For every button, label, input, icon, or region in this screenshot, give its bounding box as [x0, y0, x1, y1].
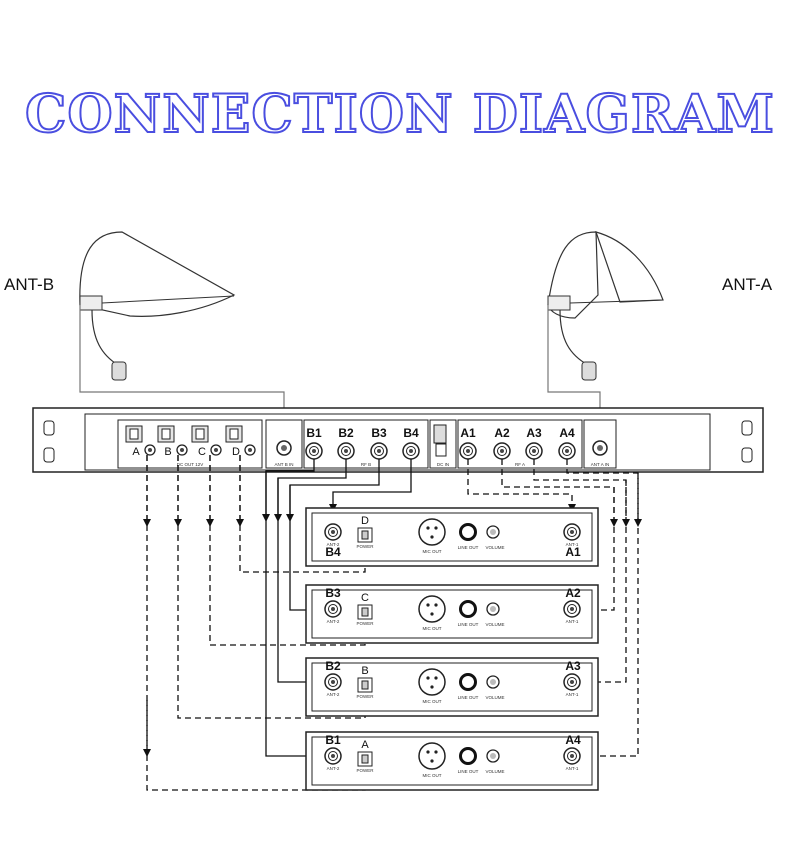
receiver-volume-caption: VOLUME — [485, 545, 504, 550]
rf-out-label-b3: B3 — [371, 426, 387, 440]
receiver-mic-out-jack — [418, 742, 446, 770]
receiver-b-port-label: B3 — [325, 586, 341, 600]
receiver-mic-out-jack — [418, 668, 446, 696]
rf-out-port-b1 — [305, 442, 323, 460]
receiver-ant1-port — [563, 747, 581, 765]
ant-b-in-caption: ANT B IN — [275, 462, 294, 467]
receiver-dc-letter: B — [361, 665, 368, 677]
receiver-mic-out-caption: MIC OUT — [423, 626, 442, 631]
receiver-line-out-caption: LINE OUT — [458, 695, 479, 700]
ant-a-label: ANT-A — [722, 275, 773, 294]
receiver-ant1-port — [563, 600, 581, 618]
receiver-power-caption: POWER — [356, 768, 374, 773]
antenna-b: ANT-B — [4, 231, 236, 381]
receiver-line-out-jack — [459, 523, 477, 541]
rf-a-caption: RF A — [515, 462, 525, 467]
rf-out-label-a2: A2 — [494, 426, 510, 440]
rf-out-label-b4: B4 — [403, 426, 419, 440]
receiver-ant1-port — [563, 673, 581, 691]
receiver-line-out-jack — [459, 673, 477, 691]
receiver-ant2-caption: ANT-2 — [327, 542, 340, 547]
rf-out-port-a1 — [459, 442, 477, 460]
receiver-4: ANT-2 B1 A POWER MIC OUT LINE OUT VOLUME ANT-1 A… — [305, 731, 599, 791]
dc-out-port-b: B — [157, 425, 188, 458]
receiver-3: ANT-2 B2 B POWER MIC OUT LINE OUT VOLUME ANT-1 A… — [305, 657, 599, 717]
dc-in-caption: DC IN — [437, 462, 449, 467]
receiver-ant2-port — [324, 523, 342, 541]
rf-out-port-a2 — [493, 442, 511, 460]
receiver-ant1-caption: ANT-1 — [566, 619, 579, 624]
ant-b-label: ANT-B — [4, 275, 54, 294]
receiver-a-port-label: A1 — [565, 545, 581, 559]
receiver-ant2-port — [324, 600, 342, 618]
receiver-line-out-caption: LINE OUT — [458, 769, 479, 774]
rf-out-port-b2 — [337, 442, 355, 460]
receiver-ant2-caption: ANT-2 — [327, 766, 340, 771]
rf-out-label-a4: A4 — [559, 426, 575, 440]
ant-a-in-caption: ANT A IN — [591, 462, 609, 467]
rf-out-port-a3 — [525, 442, 543, 460]
receiver-b-port-label: B1 — [325, 733, 341, 747]
receiver-a-port-label: A3 — [565, 659, 581, 673]
cable-a3-to-receiver-3 — [533, 459, 627, 686]
dc-out-label-d: D — [232, 446, 240, 458]
receiver-dc-letter: C — [361, 592, 369, 604]
receiver-volume-caption: VOLUME — [485, 622, 504, 627]
receiver-line-out-jack — [459, 600, 477, 618]
receiver-ant2-caption: ANT-2 — [327, 692, 340, 697]
receiver-b-port-label: B2 — [325, 659, 341, 673]
receiver-dc-letter: D — [361, 515, 369, 527]
receiver-1: ANT-2B4 D POWER MIC OUT LINE OUT VOLUME ANT-1A… — [305, 507, 599, 567]
receiver-b-port-label: B4 — [325, 545, 341, 559]
receiver-line-out-caption: LINE OUT — [458, 545, 479, 550]
dc-out-port-c: C — [191, 425, 222, 458]
receiver-power-caption: POWER — [356, 694, 374, 699]
receiver-ant1-caption: ANT-1 — [566, 766, 579, 771]
receiver-a-port-label: A2 — [565, 586, 581, 600]
page-title: CONNECTION DIAGRAM — [24, 83, 775, 146]
rf-out-port-b4 — [402, 442, 420, 460]
receiver-ant1-port — [563, 523, 581, 541]
cable-b4-to-receiver-1 — [329, 459, 412, 512]
receiver-ant1-caption: ANT-1 — [566, 692, 579, 697]
receiver-volume-caption: VOLUME — [485, 769, 504, 774]
receiver-dc-letter: A — [361, 739, 369, 751]
cable-dc-a-to-receiver-4 — [146, 455, 369, 791]
dc-out-port-d: D — [225, 425, 256, 458]
rf-out-port-a4 — [558, 442, 576, 460]
dc-out-label-a: A — [132, 446, 140, 458]
receiver-mic-out-caption: MIC OUT — [423, 549, 442, 554]
receiver-2: ANT-2 B3 C POWER MIC OUT LINE OUT VOLUME ANT-1 A… — [305, 584, 599, 644]
antenna-a: ANT-A — [547, 231, 773, 381]
dc-out-caption: DC OUT 12V — [177, 462, 203, 467]
receiver-mic-out-jack — [418, 595, 446, 623]
receiver-power-caption: POWER — [356, 621, 374, 626]
receiver-ant1-caption: ANT-1 — [566, 542, 579, 547]
receiver-power-caption: POWER — [356, 544, 374, 549]
receiver-mic-out-caption: MIC OUT — [423, 699, 442, 704]
receiver-ant2-caption: ANT-2 — [327, 619, 340, 624]
rf-out-label-b1: B1 — [306, 426, 322, 440]
receiver-volume-caption: VOLUME — [485, 695, 504, 700]
cables — [143, 455, 642, 791]
receiver-mic-out-jack — [418, 518, 446, 546]
receiver-mic-out-caption: MIC OUT — [423, 773, 442, 778]
receiver-line-out-caption: LINE OUT — [458, 622, 479, 627]
rf-out-label-a3: A3 — [526, 426, 542, 440]
dc-out-label-b: B — [164, 446, 171, 458]
rf-b-caption: RF B — [361, 462, 371, 467]
rf-out-label-a1: A1 — [460, 426, 476, 440]
receiver-a-port-label: A4 — [565, 733, 581, 747]
receiver-ant2-port — [324, 747, 342, 765]
receiver-ant2-port — [324, 673, 342, 691]
dc-out-label-c: C — [198, 446, 206, 458]
dc-out-port-a: A — [125, 425, 156, 458]
rf-out-port-b3 — [370, 442, 388, 460]
rf-out-label-b2: B2 — [338, 426, 354, 440]
receiver-line-out-jack — [459, 747, 477, 765]
